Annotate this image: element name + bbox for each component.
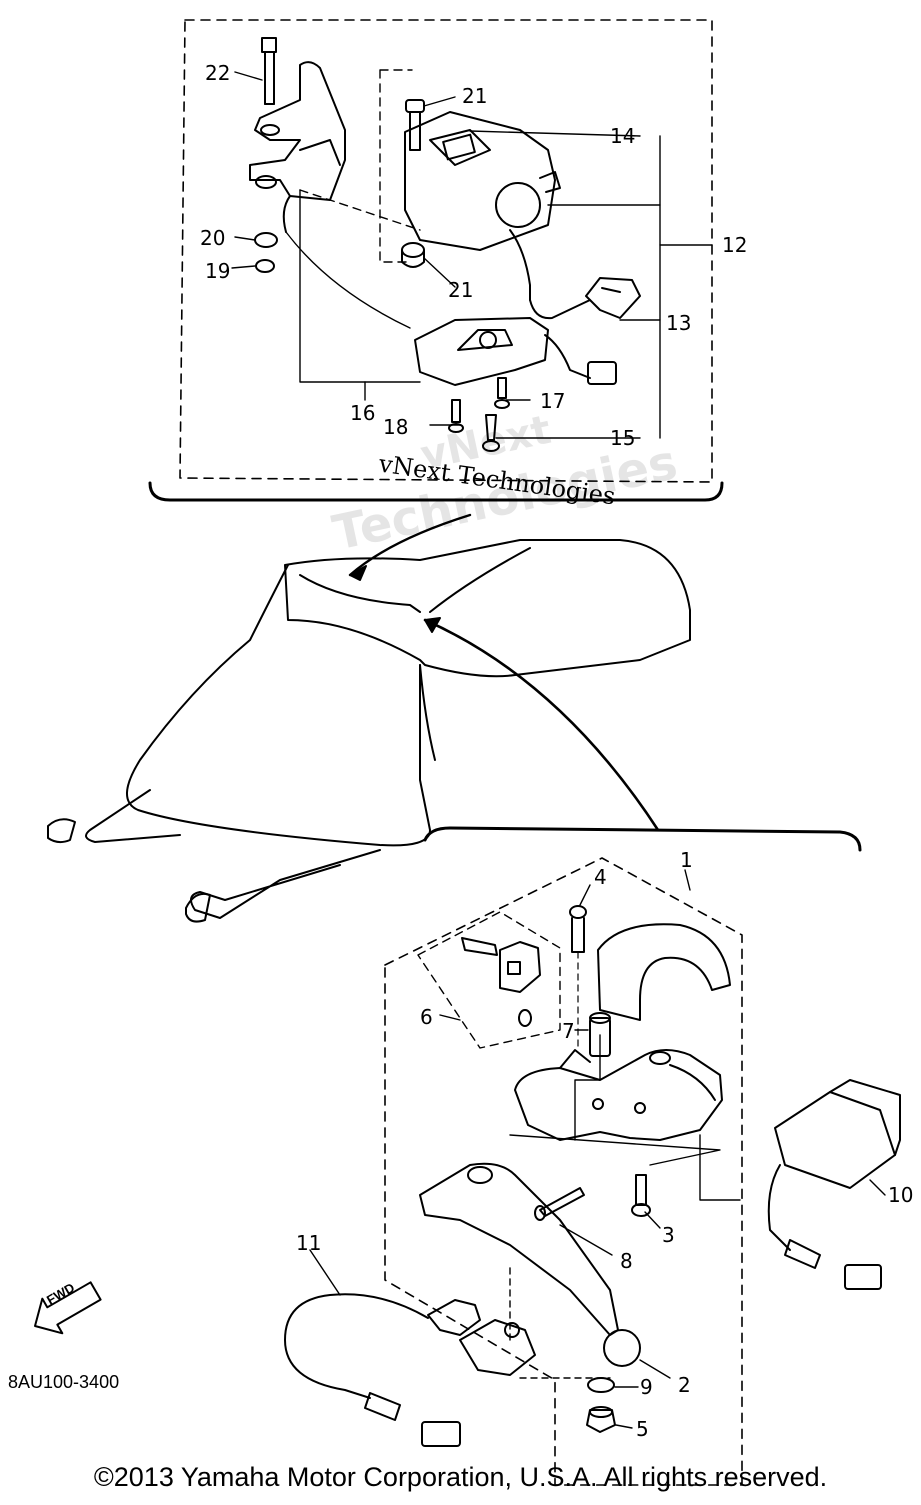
callout-12: 12 (722, 233, 747, 257)
callout-11: 11 (296, 1231, 321, 1255)
lower-assembly-box (384, 857, 743, 1486)
callout-5: 5 (636, 1417, 649, 1441)
callout-1: 1 (680, 848, 693, 872)
upper-detail-bracket (148, 481, 724, 502)
callout-21-top: 21 (462, 84, 487, 108)
washer-20 (254, 232, 278, 248)
callout-15: 15 (610, 426, 635, 450)
copyright-notice: ©2013 Yamaha Motor Corporation, U.S.A. A… (93, 1462, 828, 1492)
kill-switch (461, 937, 541, 1027)
snowmobile-body (47, 539, 691, 923)
screw-8 (534, 1187, 585, 1221)
screw-18 (448, 399, 464, 433)
mounting-bracket (249, 61, 346, 233)
pointer-arrow-upper (348, 513, 472, 577)
callout-20: 20 (200, 226, 225, 250)
callout-13: 13 (666, 311, 691, 335)
brake-lever (419, 1162, 641, 1367)
callout-3: 3 (662, 1223, 675, 1247)
callout-16: 16 (350, 401, 375, 425)
switch-subassembly-box (417, 911, 561, 1049)
callout-17: 17 (540, 389, 565, 413)
upper-assembly-box (179, 19, 713, 483)
callout-8: 8 (620, 1249, 633, 1273)
callout-14: 14 (610, 124, 635, 148)
connector-plug (529, 277, 641, 320)
fwd-label: FWD (44, 1280, 77, 1308)
lower-module (414, 317, 617, 386)
callout-7: 7 (562, 1019, 575, 1043)
screw-4 (569, 905, 587, 1051)
stop-switch-10 (767, 1079, 901, 1290)
screw-17 (494, 377, 510, 409)
callout-9: 9 (640, 1375, 653, 1399)
callout-21-bottom: 21 (448, 278, 473, 302)
grommet-21-bottom (401, 242, 425, 268)
callout-10: 10 (888, 1183, 913, 1207)
brake-switch (284, 1293, 536, 1447)
nut-5 (586, 1406, 616, 1433)
washer-9 (587, 1377, 615, 1393)
callout-19: 19 (205, 259, 230, 283)
part-code: 8AU100-3400 (8, 1372, 120, 1392)
screw-15 (482, 414, 500, 452)
pointer-arrow-lower (423, 618, 660, 832)
lever-holder (514, 1049, 723, 1141)
bolt-3 (631, 1174, 651, 1217)
clamp-cover (597, 923, 731, 1021)
callout-6: 6 (420, 1005, 433, 1029)
bolt-22 (261, 37, 277, 105)
callout-22: 22 (205, 61, 230, 85)
lock-washer-19 (255, 259, 275, 273)
callout-2: 2 (678, 1373, 691, 1397)
control-box (404, 111, 561, 301)
callout-4: 4 (594, 865, 607, 889)
lower-detail-bracket (423, 826, 862, 852)
callout-18: 18 (383, 415, 408, 439)
fwd-arrow-icon (34, 1281, 102, 1335)
